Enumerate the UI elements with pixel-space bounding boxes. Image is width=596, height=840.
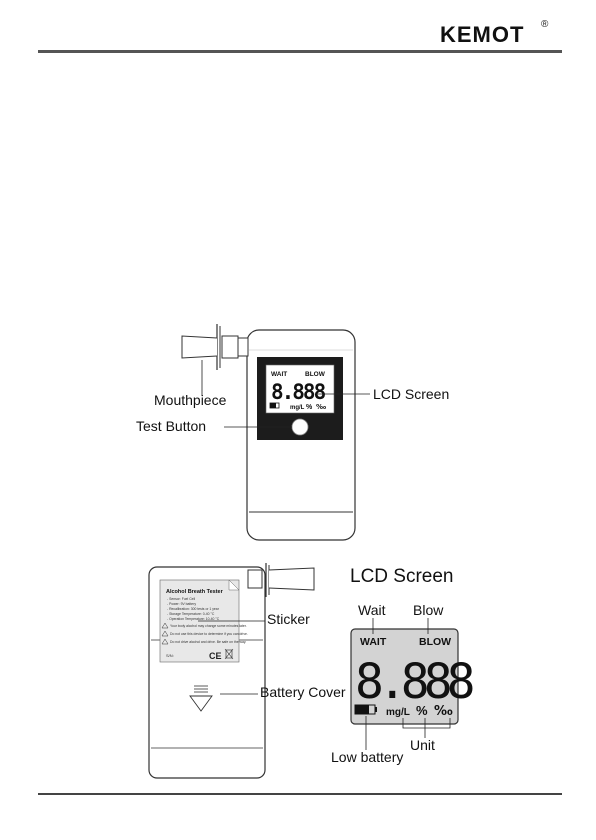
legend-panel-unit-mgl: mg/L [386, 707, 410, 718]
front-lcd-blow: BLOW [305, 371, 326, 378]
label-sticker: Sticker [267, 611, 310, 627]
sticker-title: Alcohol Breath Tester [166, 589, 224, 595]
sticker-warning-0: Your body alcohol may change some minute… [170, 624, 247, 628]
legend-label-low-battery: Low battery [331, 749, 404, 765]
legend-panel-blow: BLOW [419, 636, 451, 648]
sticker-line-3: - Storage Temperature: 0-40 °C [167, 612, 215, 616]
legend-panel-wait: WAIT [360, 636, 387, 648]
front-lcd-unit-mgl: mg/L [290, 405, 305, 411]
label-test-button: Test Button [136, 418, 207, 434]
weee-bin-icon [224, 648, 234, 660]
legend-label-blow: Blow [413, 602, 444, 618]
test-button-icon [291, 418, 309, 436]
battery-cover-arrow-icon [189, 685, 213, 712]
low-battery-icon [354, 704, 377, 715]
legend-label-unit: Unit [410, 737, 435, 753]
label-lcd-screen: LCD Screen [373, 386, 450, 402]
sticker-warning-1: Do not use this device to determine if y… [170, 632, 248, 636]
sticker-line-2: - Recalibration: 300 tests or 1 year [167, 607, 220, 611]
sticker-sn: S/N: [166, 653, 174, 658]
front-lcd-wait: WAIT [271, 371, 287, 378]
front-lcd-digits: 8.888 [271, 380, 326, 404]
legend-label-wait: Wait [358, 602, 386, 618]
footer-rule [38, 793, 562, 795]
registered-mark: ® [541, 19, 549, 30]
lcd-legend: WAIT BLOW 8.888 mg/L % ‰ [350, 618, 479, 750]
front-lcd-unit-permille: ‰ [316, 403, 326, 411]
sticker-warning-2: Do not drive alcohol and drive. Be safe … [170, 640, 246, 644]
front-device: WAIT BLOW 8.888 mg/L % ‰ [181, 324, 370, 541]
front-lcd-unit-pct: % [306, 404, 313, 411]
header-rule [38, 50, 562, 53]
ce-mark: CE [209, 651, 222, 661]
legend-panel-unit-pct: % [416, 703, 428, 718]
label-battery-cover: Battery Cover [260, 684, 346, 700]
sticker-line-0: - Sensor: Fuel Cell [167, 597, 195, 601]
sticker-line-4: - Operation Temperature: 10-40 °C [167, 617, 220, 621]
sticker-line-1: - Power: 9V battery [167, 602, 196, 606]
brand-logo: KEMOT [440, 22, 525, 47]
legend-panel-digits: 8.888 [355, 654, 473, 710]
back-device: Alcohol Breath Tester - Sensor: Fuel Cel… [148, 563, 315, 779]
lcd-legend-title: LCD Screen [350, 566, 454, 587]
label-mouthpiece: Mouthpiece [154, 392, 227, 408]
legend-panel-unit-permille: ‰ [434, 704, 453, 719]
